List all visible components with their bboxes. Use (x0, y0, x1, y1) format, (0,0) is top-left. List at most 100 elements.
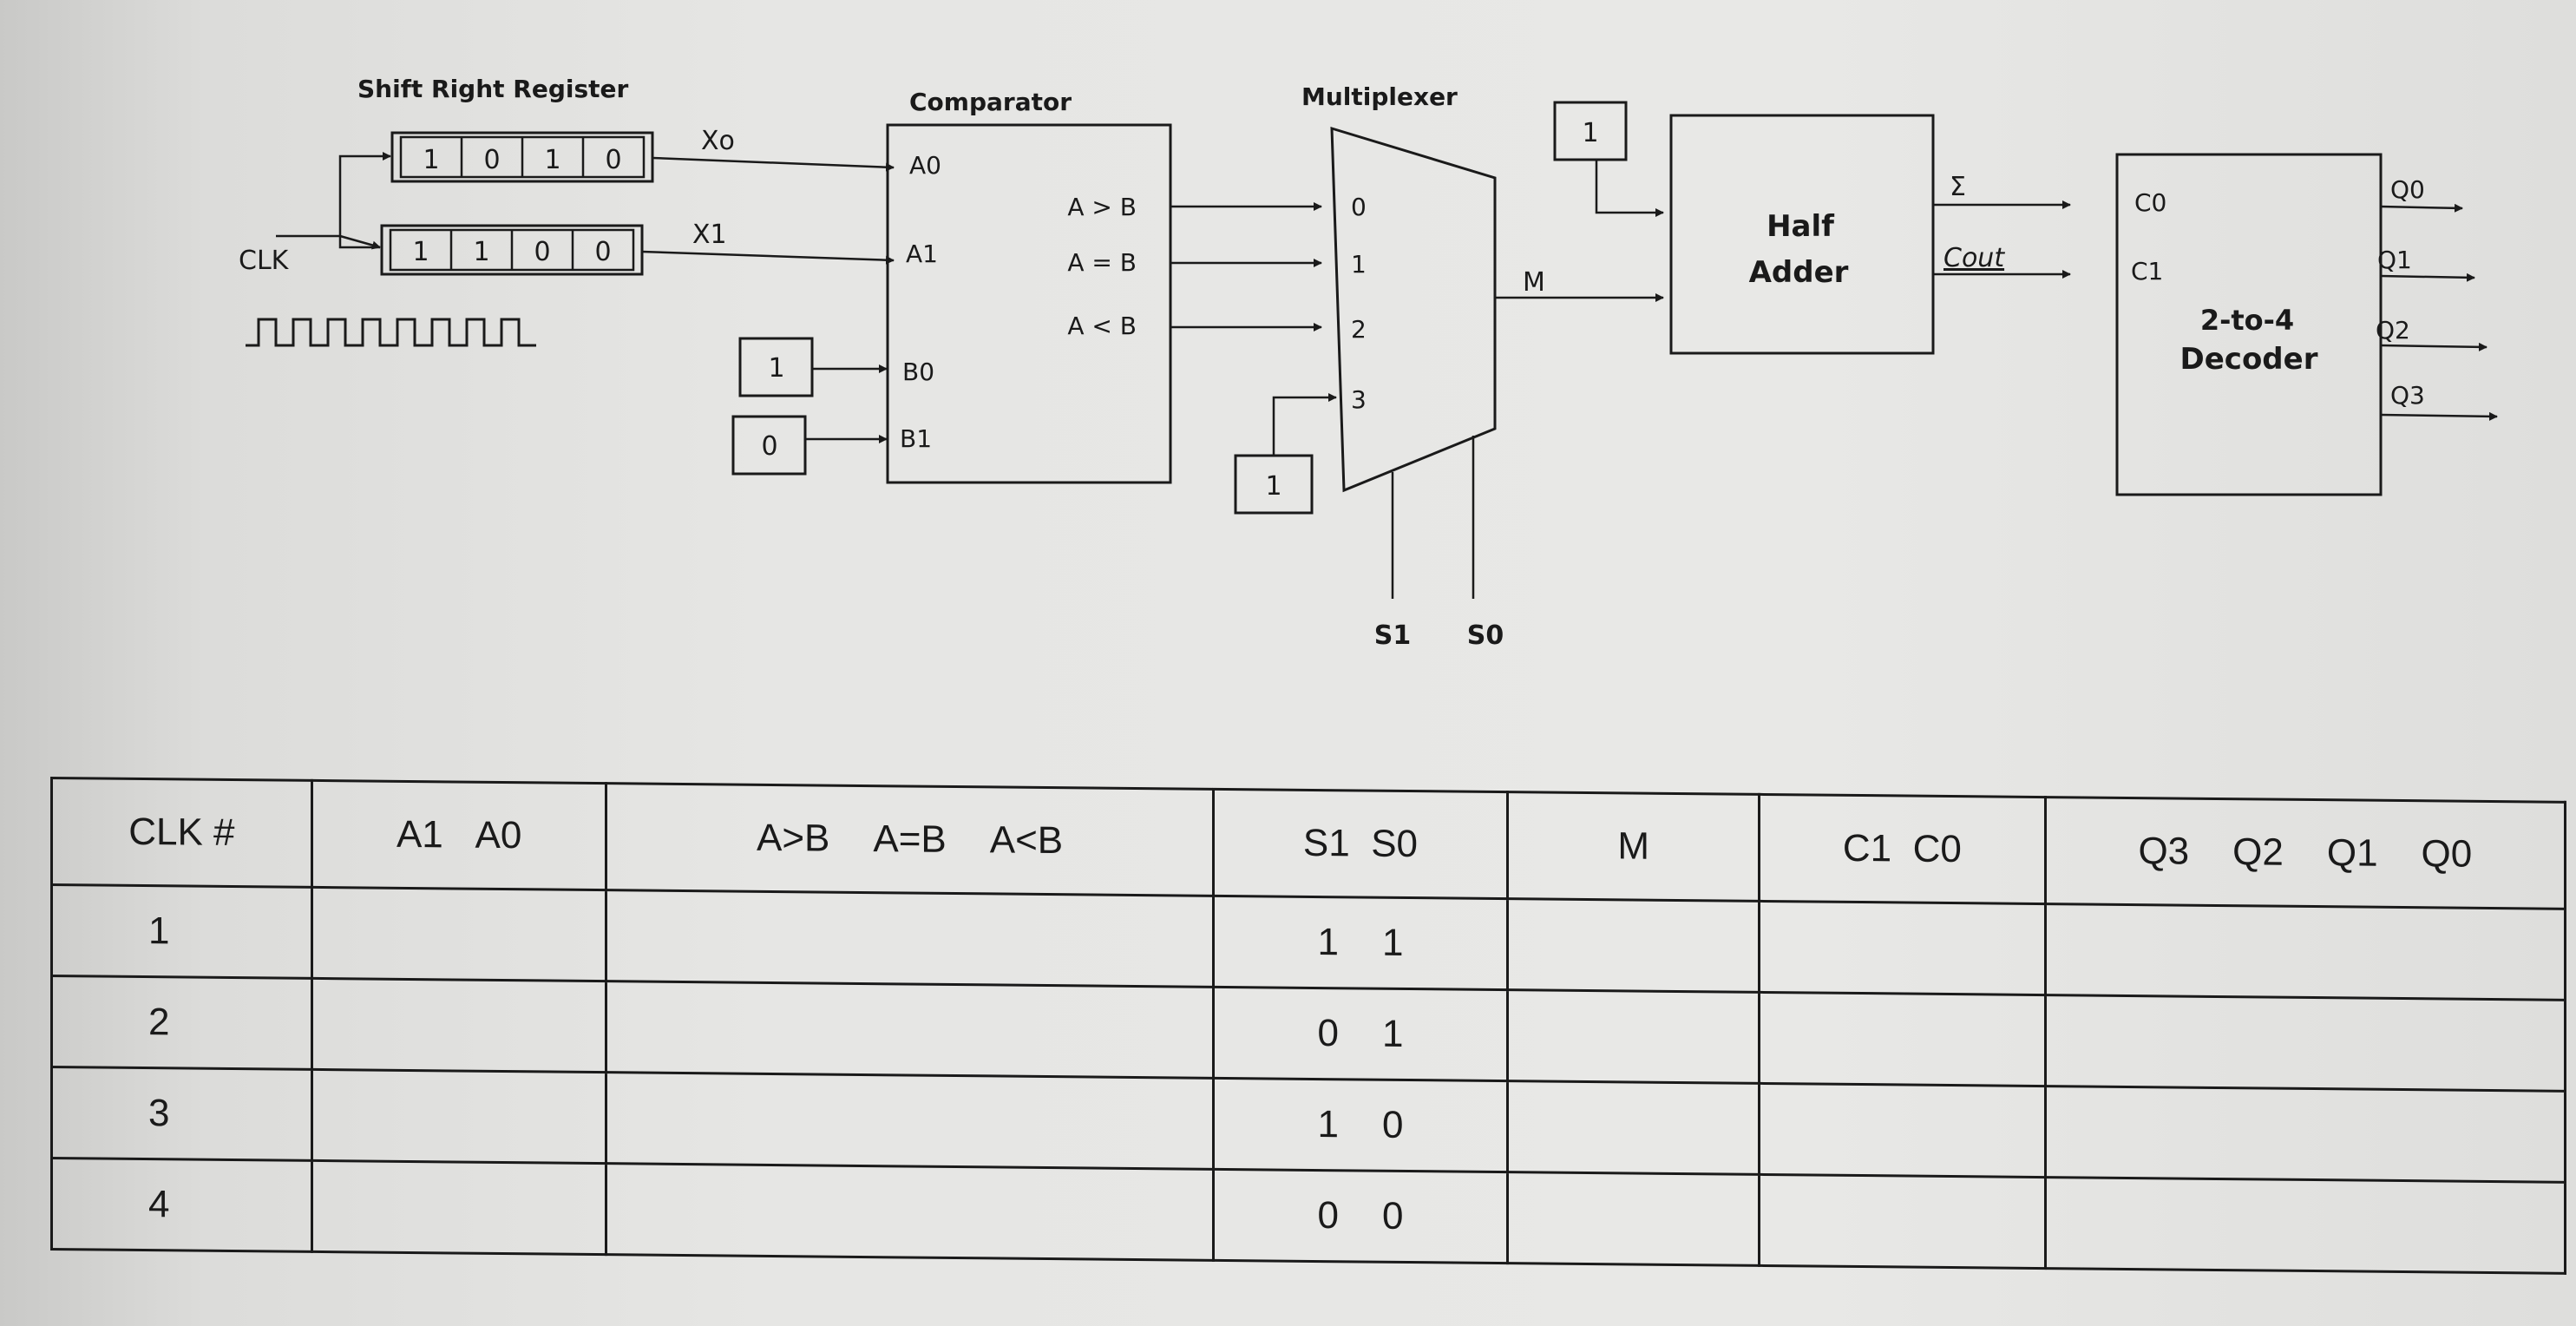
circuit-diagram: Shift Right Register 1 0 1 0 1 1 0 0 (239, 75, 2498, 651)
cell-q-outputs[interactable] (2045, 1086, 2566, 1183)
decoder-input-c1: C1 (2131, 257, 2163, 286)
cell-c1-c0[interactable] (1759, 992, 2046, 1086)
b0-const-value: 1 (768, 353, 784, 384)
cell-clk: 1 (51, 884, 312, 979)
cell-comparisons[interactable] (606, 981, 1214, 1079)
q3-wire (2380, 411, 2498, 421)
header-a1-a0: A1 A0 (311, 780, 606, 890)
cell-m[interactable] (1507, 1080, 1760, 1175)
register-title: Shift Right Register (357, 75, 629, 103)
decoder-block (2115, 153, 2383, 496)
half-adder-top-const-value: 1 (1582, 118, 1598, 148)
decoder-output-q3: Q3 (2390, 381, 2425, 410)
header-s1-s0: S1 S0 (1213, 789, 1508, 899)
clk-label: CLK (239, 246, 290, 276)
cell-c1-c0[interactable] (1759, 1174, 2046, 1269)
comparator-title: Comparator (909, 88, 1072, 116)
clock-wires (276, 152, 391, 250)
x0-label: Xo (701, 126, 735, 156)
comparator-output-agtb: A > B (1067, 193, 1137, 221)
register-x0 (390, 131, 654, 183)
cell-q-outputs[interactable] (2045, 903, 2566, 1001)
register-x0-bit-1: 1 (544, 145, 560, 175)
b1-const-box (731, 415, 807, 476)
mux-input-0: 0 (1351, 193, 1367, 221)
b1-const-value: 0 (761, 431, 777, 462)
decoder-output-q0: Q0 (2390, 175, 2425, 204)
register-x1-bit-0: 0 (594, 237, 611, 267)
decoder-output-q1: Q1 (2377, 246, 2412, 274)
mux-input-1: 1 (1351, 250, 1367, 279)
register-x0-bit-0: 0 (605, 145, 621, 175)
half-adder-label-line2: Adder (1749, 255, 1849, 290)
register-x1-bit-3: 1 (412, 237, 429, 267)
decoder-input-c0: C0 (2134, 188, 2166, 217)
clock-waveform (246, 318, 536, 347)
multiplexer-title: Multiplexer (1301, 82, 1458, 111)
q2-wire (2380, 342, 2488, 351)
cell-comparisons[interactable] (606, 1163, 1214, 1261)
comparator-input-b1: B1 (900, 424, 932, 453)
comparator-input-a0: A0 (909, 151, 941, 180)
decoder-label-line2: Decoder (2180, 342, 2318, 377)
register-x1-bit-2: 1 (473, 237, 489, 267)
mux-input3-const-value: 1 (1265, 471, 1281, 502)
header-clk: CLK # (51, 778, 312, 888)
register-x1 (380, 224, 644, 276)
b0-const-box (738, 337, 814, 397)
comparator-input-b0: B0 (902, 358, 934, 386)
comparator-output-aeqb: A = B (1067, 248, 1137, 277)
cell-a1-a0[interactable] (311, 978, 606, 1073)
mux-select-s1: S1 (1374, 620, 1411, 651)
x1-wire (641, 250, 895, 265)
half-adder-top-const-box (1553, 101, 1628, 161)
decoder-label-line1: 2-to-4 (2200, 304, 2294, 337)
register-x1-bit-1: 0 (534, 237, 550, 267)
comparator-output-altb: A < B (1067, 312, 1137, 340)
half-adder-block (1669, 114, 1935, 355)
cell-comparisons[interactable] (606, 889, 1214, 988)
cell-q-outputs[interactable] (2045, 994, 2566, 1092)
x0-wire (652, 156, 895, 172)
multiplexer-block (1330, 126, 1497, 493)
register-x0-bit-2: 0 (483, 145, 500, 175)
header-m: M (1507, 791, 1760, 902)
register-x0-bit-3: 1 (423, 145, 439, 175)
q1-wire (2380, 272, 2475, 282)
half-adder-label-line1: Half (1766, 209, 1835, 244)
header-c1-c0: C1 C0 (1759, 794, 2046, 904)
mux-output-label: M (1523, 267, 1545, 298)
sum-label: Σ (1950, 172, 1966, 202)
half-adder-top-wire (1595, 160, 1664, 217)
cell-q-outputs[interactable] (2045, 1177, 2566, 1274)
cell-clk: 3 (51, 1067, 312, 1161)
cell-a1-a0[interactable] (311, 887, 606, 981)
cell-c1-c0[interactable] (1759, 1083, 2046, 1178)
cell-m[interactable] (1507, 898, 1760, 993)
cell-comparisons[interactable] (606, 1072, 1214, 1170)
mux-input-2: 2 (1351, 315, 1367, 344)
comparator-input-a1: A1 (906, 240, 938, 268)
cell-c1-c0[interactable] (1759, 901, 2046, 995)
cell-m[interactable] (1507, 989, 1760, 1084)
cell-a1-a0[interactable] (311, 1069, 606, 1164)
cell-clk: 4 (51, 1158, 312, 1252)
mux-input-3: 3 (1351, 385, 1367, 414)
cell-a1-a0[interactable] (311, 1160, 606, 1255)
cell-m[interactable] (1507, 1172, 1760, 1266)
x1-label: X1 (692, 220, 727, 250)
decoder-output-q2: Q2 (2376, 316, 2410, 345)
comparator-block (886, 123, 1172, 484)
mux-input3-wire (1272, 393, 1337, 456)
mux-select-s0: S0 (1467, 620, 1504, 651)
cout-label: Cout (1943, 243, 2005, 273)
q0-wire (2380, 203, 2463, 213)
cell-clk: 2 (51, 975, 312, 1070)
